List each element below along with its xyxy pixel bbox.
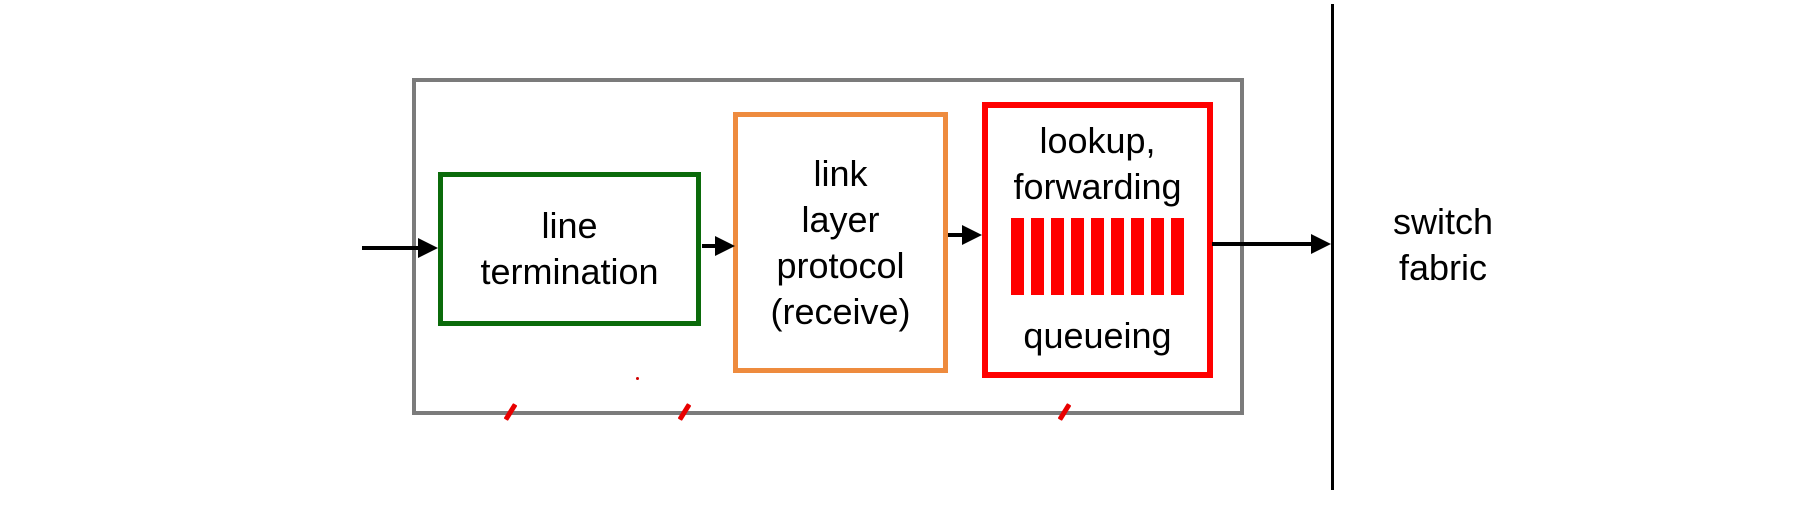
node-lookup-forwarding-queueing: lookup, forwarding queueing: [982, 102, 1213, 378]
queue-bar: [1151, 218, 1164, 295]
queue-bar: [1071, 218, 1084, 295]
queue-bar: [1111, 218, 1124, 295]
arrowhead-icon: [715, 236, 735, 256]
queue-bar: [1091, 218, 1104, 295]
arrow-shaft: [362, 246, 421, 250]
node-link-layer-protocol: link layer protocol (receive): [733, 112, 948, 373]
queue-bar: [1051, 218, 1064, 295]
line-termination-label: line termination: [480, 205, 659, 292]
link-layer-protocol-label: link layer protocol (receive): [770, 152, 911, 332]
queue-bar: [1171, 218, 1184, 295]
queue-bar: [1011, 218, 1024, 295]
arrow-shaft: [1212, 242, 1314, 246]
queue-bars-icon: [1011, 218, 1184, 295]
queueing-label: queueing: [1023, 315, 1172, 356]
red-dot-artifact: [636, 377, 639, 380]
switch-fabric-label: switch fabric: [1392, 201, 1494, 288]
switch-fabric-boundary-line: [1331, 4, 1334, 490]
lookup-forwarding-label: lookup, forwarding: [1013, 120, 1182, 207]
arrow-shaft: [948, 233, 965, 237]
arrowhead-icon: [418, 238, 438, 258]
arrowhead-icon: [962, 225, 982, 245]
arrowhead-icon: [1311, 234, 1331, 254]
queue-bar: [1031, 218, 1044, 295]
node-line-termination: line termination: [438, 172, 701, 326]
queue-bar: [1131, 218, 1144, 295]
arrow-shaft: [702, 244, 718, 248]
